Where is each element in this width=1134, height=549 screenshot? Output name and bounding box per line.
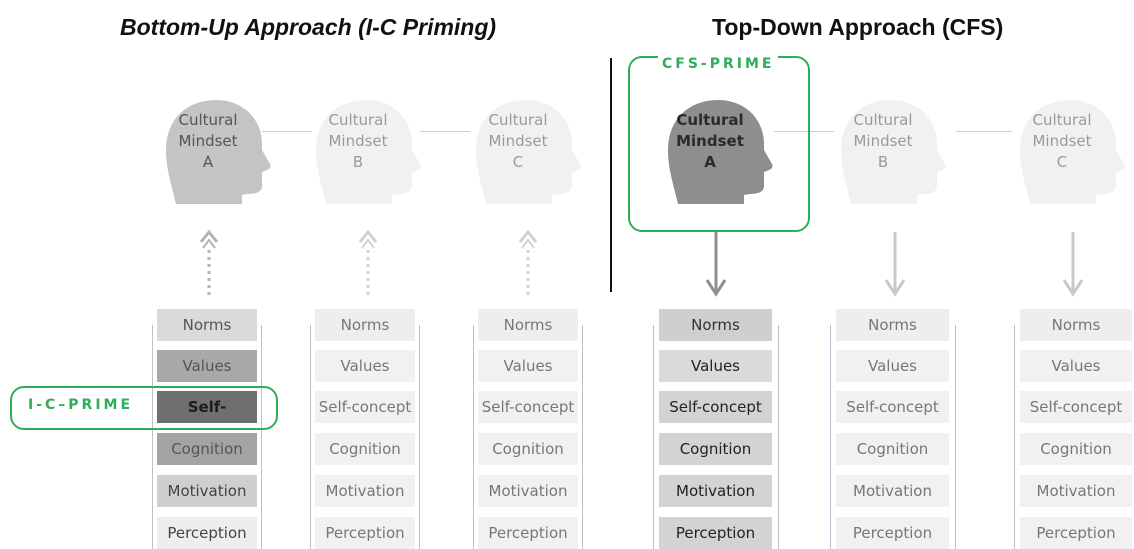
left-b-motivation: Motivation [315, 475, 415, 507]
head-connector-line [262, 131, 312, 132]
head-silhouette-icon [1020, 100, 1125, 204]
head-label-line: Mindset [1032, 132, 1092, 150]
ic-prime-highlight [10, 386, 278, 430]
head-label-line: A [202, 153, 214, 171]
right-a-perception: Perception [659, 517, 772, 549]
head-label-line: Mindset [488, 132, 548, 150]
head-label-line: C [1056, 153, 1068, 171]
right-a-motivation: Motivation [659, 475, 772, 507]
right-c-norms: Norms [1020, 309, 1132, 341]
title-top-down: Top-Down Approach (CFS) [712, 14, 1004, 40]
component-stack-bracket [830, 325, 956, 549]
head-label-line: C [512, 153, 524, 171]
down-arrow-icon [705, 232, 727, 297]
right-c-values: Values [1020, 350, 1132, 382]
right-c-motivation: Motivation [1020, 475, 1132, 507]
head-label-line: Cultural [853, 111, 913, 129]
head-label-line: B [877, 153, 889, 171]
right-a-cognition: Cognition [659, 433, 772, 465]
down-arrow-icon [884, 232, 906, 297]
right-b-self-concept: Self-concept [836, 391, 949, 423]
head-connector-line [420, 131, 470, 132]
ic-prime-label: I-C–PRIME [28, 397, 134, 413]
right-b-motivation: Motivation [836, 475, 949, 507]
left-b-norms: Norms [315, 309, 415, 341]
left-b-cognition: Cognition [315, 433, 415, 465]
head-label-line: Cultural [1032, 111, 1092, 129]
down-arrow-icon [1062, 232, 1084, 297]
head-connector-line [956, 131, 1012, 132]
right-b-cognition: Cognition [836, 433, 949, 465]
head-label-line: Mindset [178, 132, 238, 150]
left-c-cognition: Cognition [478, 433, 578, 465]
head-label-line: Cultural [676, 111, 744, 129]
head-silhouette-icon [841, 100, 946, 204]
title-bottom-up: Bottom-Up Approach (I-C Priming) [120, 14, 497, 40]
component-stack-bracket [653, 325, 779, 549]
right-a-values: Values [659, 350, 772, 382]
left-a-cognition: Cognition [157, 433, 257, 465]
left-c-self-concept: Self-concept [478, 391, 578, 423]
left-a-norms: Norms [157, 309, 257, 341]
section-divider [610, 58, 612, 292]
cfs-prime-highlight [628, 56, 810, 232]
head-connector-line [774, 131, 834, 132]
head-silhouette-icon [476, 100, 581, 204]
right-b-perception: Perception [836, 517, 949, 549]
right-b-norms: Norms [836, 309, 949, 341]
component-stack-bracket [473, 325, 583, 549]
left-a-motivation: Motivation [157, 475, 257, 507]
right-a-self-concept: Self-concept [659, 391, 772, 423]
right-c-self-concept: Self-concept [1020, 391, 1132, 423]
left-b-perception: Perception [315, 517, 415, 549]
up-dotted-arrow-icon [518, 229, 538, 296]
head-silhouette-icon [668, 100, 773, 204]
left-a-perception: Perception [157, 517, 257, 549]
right-b-values: Values [836, 350, 949, 382]
left-b-values: Values [315, 350, 415, 382]
head-label-line: Mindset [328, 132, 388, 150]
right-c-cognition: Cognition [1020, 433, 1132, 465]
cfs-prime-label: CFS-PRIME [658, 56, 779, 72]
component-stack-bracket [310, 325, 420, 549]
left-c-motivation: Motivation [478, 475, 578, 507]
head-label-line: B [352, 153, 364, 171]
head-label-line: Mindset [676, 132, 744, 150]
up-dotted-arrow-icon [358, 229, 378, 296]
left-a-values: Values [157, 350, 257, 382]
left-c-values: Values [478, 350, 578, 382]
right-c-perception: Perception [1020, 517, 1132, 549]
component-stack-bracket [152, 325, 262, 549]
head-label-line: Cultural [328, 111, 388, 129]
head-silhouette-icon [316, 100, 421, 204]
head-silhouette-icon [166, 100, 271, 204]
up-dotted-arrow-icon [199, 229, 219, 296]
head-label-line: Mindset [853, 132, 913, 150]
head-label-line: A [704, 153, 716, 171]
left-c-norms: Norms [478, 309, 578, 341]
left-c-perception: Perception [478, 517, 578, 549]
head-label-line: Cultural [488, 111, 548, 129]
left-b-self-concept: Self-concept [315, 391, 415, 423]
right-a-norms: Norms [659, 309, 772, 341]
component-stack-bracket [1014, 325, 1134, 549]
head-label-line: Cultural [178, 111, 238, 129]
